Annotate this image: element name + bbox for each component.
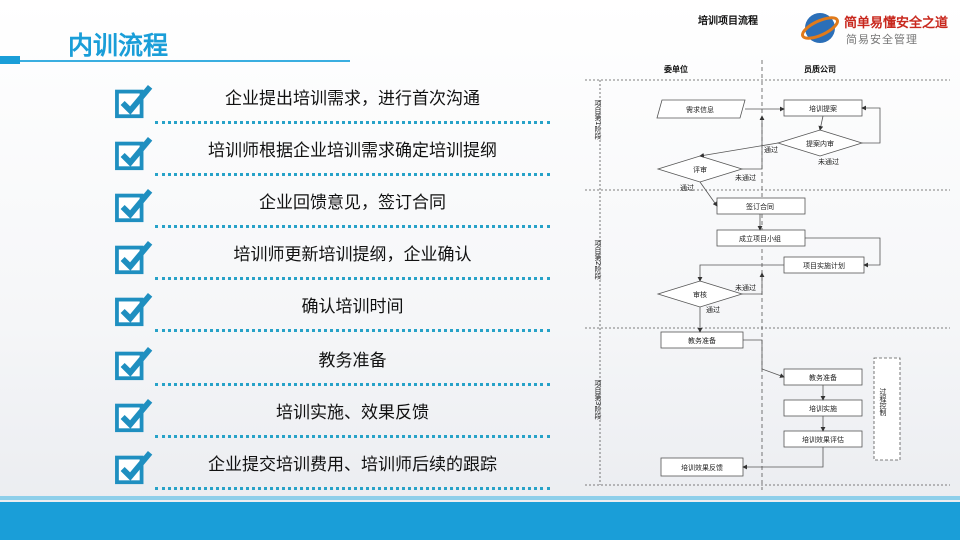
edge-label-fail: 未通过 [818,157,839,166]
list-item-text: 培训师根据企业培训需求确定培训提纲 [208,141,497,161]
edge-label-fail: 未通过 [735,173,756,182]
edge [742,272,765,295]
edge-label-pass: 通过 [706,305,720,314]
edge [743,339,785,378]
stage-label: 项目第3阶段 [594,380,602,421]
title-marker [0,56,20,64]
checkbox-checked-icon [115,451,153,485]
edge [742,115,765,170]
list-item: 确认培训时间 [115,286,550,332]
list-item: 企业提出培训需求，进行首次沟通 [115,78,550,124]
node-demand: 需求信息 [686,105,714,114]
checkbox-checked-icon [115,137,153,171]
edge [818,115,824,131]
column-left-header: 委单位 [663,64,688,74]
checkbox-checked-icon [115,189,153,223]
column-right-header: 员质公司 [804,64,836,74]
list-item: 企业回馈意见，签订合同 [115,182,550,228]
list-item-text: 企业提出培训需求，进行首次沟通 [225,89,480,109]
node-edu-left: 教务准备 [688,336,716,345]
dotted-divider [155,435,550,438]
node-audit: 审核 [693,290,707,299]
brand-subtitle: 简易安全管理 [846,33,918,46]
footer-bar [0,502,960,540]
checkbox-checked-icon [115,399,153,433]
list-item: 培训师更新培训提纲，企业确认 [115,234,550,280]
node-contract: 签订合同 [746,202,774,211]
node-feedback: 培训效果反馈 [681,463,723,472]
node-plan: 项目实施计划 [803,261,845,270]
checkbox-checked-icon [115,293,153,327]
dotted-divider [155,383,550,386]
node-review-content-shape [776,129,864,157]
edge [861,105,881,144]
edge [742,447,824,470]
checkbox-checked-icon [115,85,153,119]
stage-label: 项目第2阶段 [594,240,602,281]
node-review: 评审 [693,165,707,174]
brand-name: 简单易懂安全之道 [844,16,949,31]
node-demand-shape [656,99,746,119]
edge [805,237,881,268]
brand-logo [800,8,950,50]
node-proposal: 培训提案 [809,104,837,113]
footer-accent [0,496,960,500]
list-item-text: 培训师更新培训提纲，企业确认 [233,245,472,265]
dotted-divider [155,173,550,176]
edge-label-fail: 未通过 [735,283,756,292]
flowchart: 培训项目流程 委单位 员质公司 项目第1阶段 项目第2阶段 项目第3阶段 需求信… [585,14,950,490]
flowchart-title: 培训项目流程 [698,14,758,27]
stage-label: 项目第1阶段 [594,100,602,141]
title-underline [20,60,350,62]
node-review-content: 提案内审 [806,139,834,148]
edge [697,264,784,282]
list-item-text: 确认培训时间 [301,297,404,317]
list-item-text: 教务准备 [318,351,387,371]
edge-label-pass: 通过 [680,183,694,192]
checkbox-checked-icon [115,347,153,381]
node-implement: 培训实施 [809,404,837,413]
node-process-ctrl: 过程控制 [879,387,887,417]
edge [699,142,779,158]
edge [699,181,718,207]
edge-label-pass: 通过 [764,145,778,154]
dotted-divider [155,487,550,490]
node-evaluate: 培训效果评估 [802,435,844,444]
node-team: 成立项目小组 [739,234,781,243]
checkbox-checked-icon [115,241,153,275]
list-item-text: 企业提交培训费用、培训师后续的跟踪 [208,455,497,475]
dotted-divider [155,329,550,332]
dotted-divider [155,277,550,280]
node-process-ctrl-shape [873,357,901,461]
slide-title: 内训流程 [68,31,169,60]
dotted-divider [155,121,550,124]
list-item: 培训实施、效果反馈 [115,392,550,438]
node-edu-right: 教务准备 [809,373,837,382]
list-item-text: 企业回馈意见，签订合同 [259,193,446,213]
list-item-text: 培训实施、效果反馈 [276,403,429,423]
dotted-divider [155,225,550,228]
list-item: 企业提交培训费用、培训师后续的跟踪 [115,444,550,490]
globe-icon [801,13,839,43]
list-item: 培训师根据企业培训需求确定培训提纲 [115,130,550,176]
list-item: 教务准备 [115,340,550,386]
